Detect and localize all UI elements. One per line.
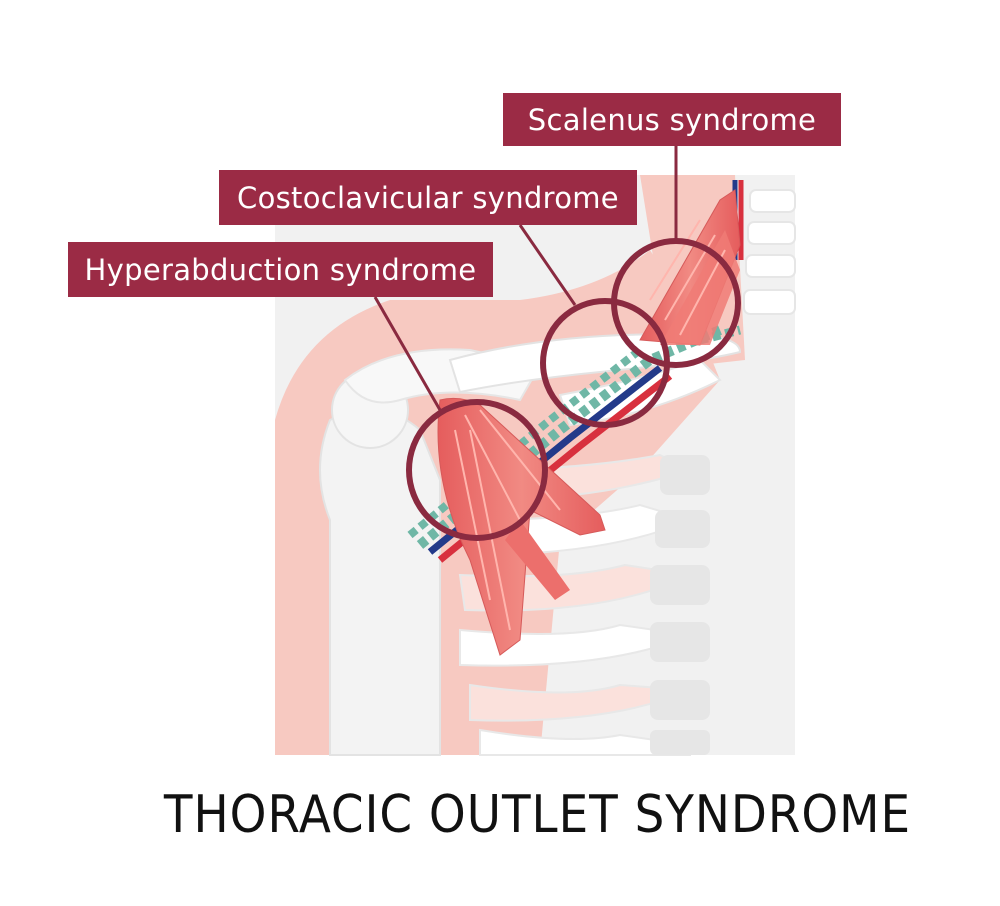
diagram-title: THORACIC OUTLET SYNDROME — [163, 785, 912, 845]
pectoralis-minor — [437, 397, 606, 656]
costoclavicular-syndrome-label: Costoclavicular syndrome — [219, 170, 637, 225]
scalenus-syndrome-label: Scalenus syndrome — [503, 93, 841, 146]
cervical-spine — [743, 189, 796, 315]
magnifier-circle-icon — [406, 238, 741, 541]
costoclavicular-ring — [540, 298, 670, 428]
humerus — [319, 371, 441, 756]
callout-leaders — [373, 146, 678, 411]
hyperabduction-syndrome-label: Hyperabduction syndrome — [68, 242, 493, 297]
hyperabduction-ring — [406, 399, 548, 541]
